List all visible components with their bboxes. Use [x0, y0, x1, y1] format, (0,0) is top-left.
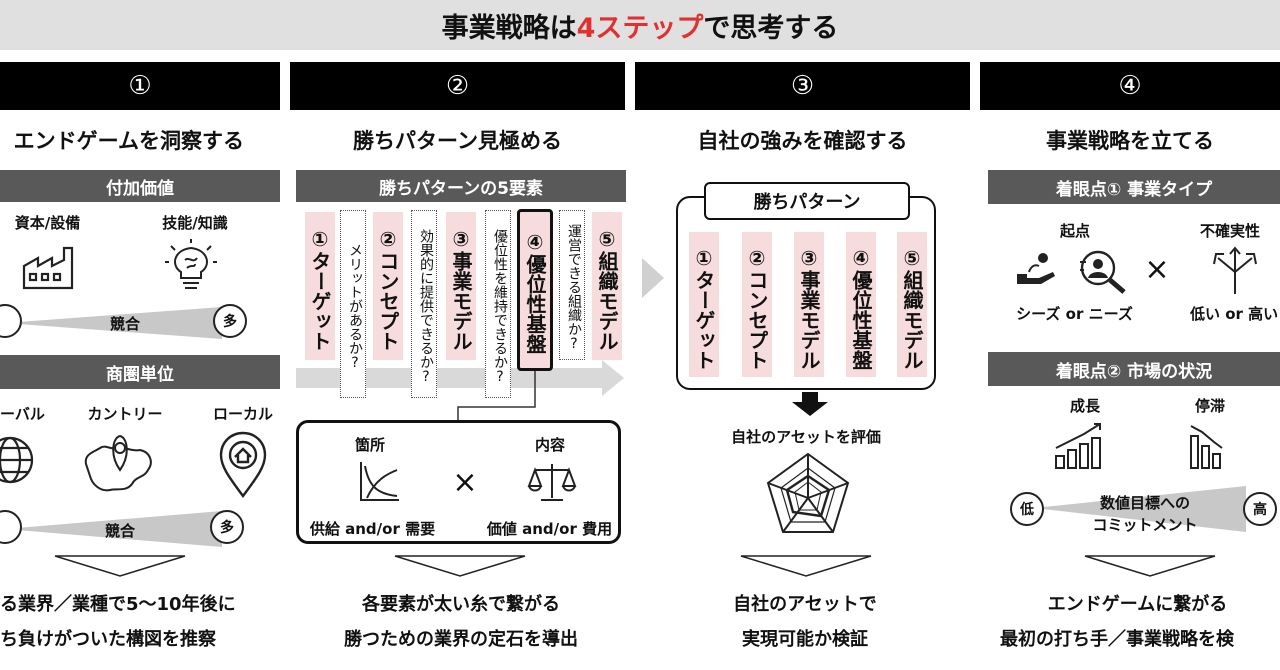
origin-label: 起点: [1059, 222, 1090, 240]
win-pattern-title: 勝ちパターン: [704, 182, 910, 220]
step-4-title: 事業戦略を立てる: [1046, 129, 1214, 153]
local-label: ローカル: [212, 405, 273, 423]
capital-equipment-label: 資本/設備: [14, 214, 81, 232]
value-cost-caption: 価値 and/or 費用: [486, 520, 613, 538]
focus-2-bar: 着眼点② 市場の状況: [988, 352, 1280, 386]
scale1-label: 競合: [109, 315, 140, 333]
supply-demand-chart-icon: [360, 462, 399, 501]
trade-area-bar: 商圏単位: [0, 355, 280, 389]
c3-element-concept: ②コンセプト: [742, 232, 772, 377]
question-merit: メリットがあるか?: [340, 210, 366, 398]
right-chevron: [642, 258, 664, 298]
down-arrow: [792, 392, 828, 416]
title-text-b: で思考する: [703, 12, 839, 44]
element-target: ①ターゲット: [305, 212, 335, 360]
local-pin-icon: [219, 431, 267, 499]
scale1-right-circle: 多: [213, 304, 247, 338]
commitment-low-circle: 低: [1010, 492, 1044, 526]
element-org-model: ⑤組織モデル: [592, 212, 622, 360]
commitment-label-2: コミットメント: [1092, 516, 1198, 534]
c3-element-org: ⑤組織モデル: [897, 232, 927, 377]
search-person-icon: [1080, 250, 1126, 294]
growth-label: 成長: [1069, 397, 1100, 415]
step-2-number: ②: [445, 71, 470, 101]
global-label: ーバル: [0, 405, 45, 423]
low-high-label: 低い or 高い: [1190, 305, 1279, 323]
step-1-number: ①: [128, 71, 152, 101]
c3-element-target: ①ターゲット: [689, 232, 719, 377]
element-advantage-base: ④優位性基盤: [517, 209, 553, 371]
scale2-right-circle: 多: [210, 510, 244, 544]
step-1-title: エンドゲームを洞察する: [13, 129, 244, 153]
step-1-conclusion-1: る業界／業種で5〜10年後に: [0, 594, 236, 615]
connector-line: [457, 371, 536, 421]
balance-scale-icon: [527, 464, 577, 501]
down-chevron-4: [1084, 555, 1216, 577]
c3-element-business-model: ③事業モデル: [794, 232, 824, 377]
step-1-conclusion-2: ち負けがついた構図を推察: [0, 629, 216, 650]
times-sign: ×: [452, 465, 478, 500]
seeds-needs-label: シーズ or ニーズ: [1016, 305, 1133, 323]
diverging-arrows-icon: [1213, 246, 1257, 294]
country-map-icon: [84, 434, 152, 492]
stagnant-bars-icon: [1190, 425, 1223, 469]
step-1-header: ①: [0, 62, 280, 110]
title-text-a: 事業戦略は: [441, 12, 577, 44]
step-3-conclusion-1: 自社のアセットで: [733, 594, 877, 615]
step-3-title: 自社の強みを確認する: [697, 129, 908, 153]
stagnant-label: 停滞: [1194, 397, 1225, 415]
scale2-label: 競合: [104, 522, 135, 540]
focus-1-bar: 着眼点① 事業タイプ: [988, 170, 1280, 204]
step-2-title: 勝ちパターン見極める: [353, 129, 562, 153]
advantage-detail-box: [296, 420, 621, 544]
step-2-conclusion-2: 勝つための業界の定石を導出: [344, 629, 578, 650]
title-highlight: 4ステップ: [576, 12, 704, 44]
step-3-header: ③: [635, 62, 970, 110]
step-4-number: ④: [1118, 71, 1142, 101]
step-2-conclusion-1: 各要素が太い糸で繋がる: [362, 594, 560, 615]
step-4-conclusion-2: 最初の打ち手／事業戦略を検: [1000, 629, 1234, 650]
competition-wedge-2: [5, 511, 222, 547]
times-sign-2: ×: [1144, 252, 1170, 287]
down-chevron-3: [740, 555, 872, 577]
skill-knowledge-label: 技能/知識: [162, 214, 228, 232]
supply-demand-caption: 供給 and/or 需要: [309, 520, 436, 538]
step-4-conclusion-1: エンドゲームに繋がる: [1047, 594, 1228, 615]
country-label: カントリー: [87, 405, 163, 423]
question-delivery: 効果的に提供できるか?: [411, 210, 437, 398]
element-business-model: ③事業モデル: [446, 212, 476, 360]
down-chevron-2: [394, 555, 526, 577]
asset-assess-label: 自社のアセットを評価: [731, 428, 881, 446]
uncertainty-label: 不確実性: [1199, 222, 1260, 240]
location-label: 箇所: [354, 436, 385, 454]
factory-icon: [22, 246, 74, 290]
c3-element-advantage: ④優位性基盤: [846, 232, 876, 377]
step-2-header: ②: [290, 62, 625, 110]
globe-icon: [0, 436, 34, 484]
question-advantage: 優位性を維持できるか?: [485, 210, 511, 398]
value-added-bar: 付加価値: [0, 170, 280, 202]
content-label: 内容: [534, 436, 565, 454]
commitment-wedge: [1034, 486, 1246, 532]
radar-chart-icon: [766, 452, 850, 533]
growth-bars-icon: [1055, 423, 1101, 469]
step-3-number: ③: [790, 71, 815, 101]
brain-bulb-icon: [165, 239, 217, 289]
down-chevron-1: [54, 555, 186, 577]
commitment-label-1: 数値目標への: [1099, 494, 1190, 512]
commitment-high-circle: 高: [1243, 492, 1277, 526]
element-concept: ②コンセプト: [373, 212, 403, 360]
competition-wedge-1: [5, 307, 222, 339]
step-3-conclusion-2: 実現可能か検証: [742, 629, 868, 650]
seed-hand-icon: [1017, 253, 1055, 284]
step-4-header: ④: [980, 62, 1280, 110]
five-elements-bar: 勝ちパターンの5要素: [296, 170, 626, 202]
question-organization: 運営できる組織か?: [559, 210, 585, 360]
